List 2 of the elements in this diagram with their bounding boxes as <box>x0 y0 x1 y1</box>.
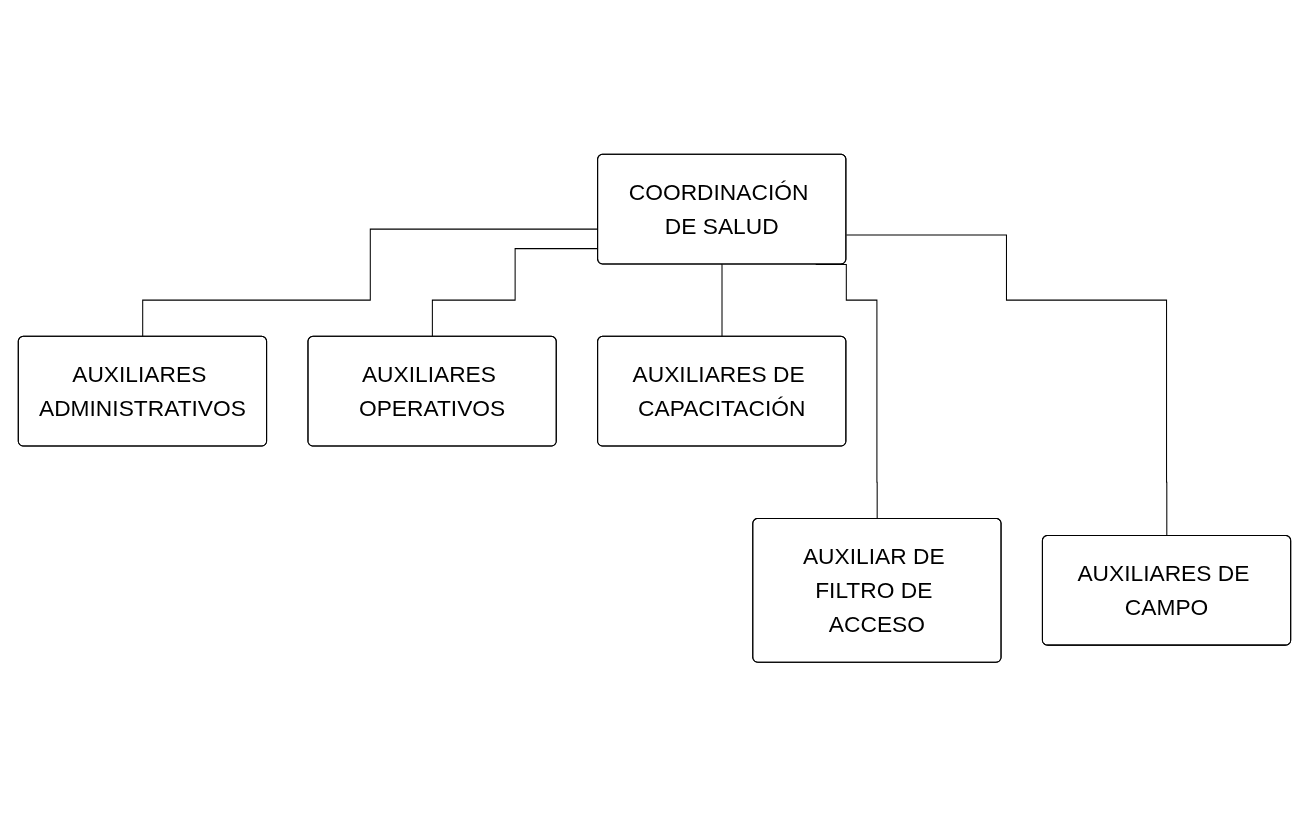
connector <box>721 263 723 338</box>
connector <box>845 234 1168 537</box>
